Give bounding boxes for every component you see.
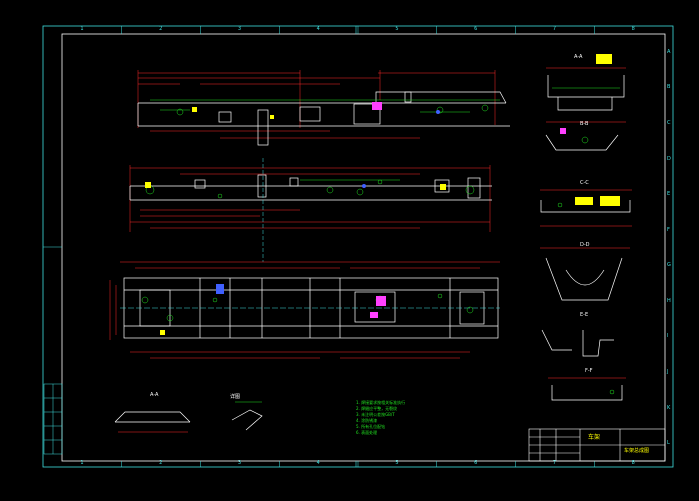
column-label-bottom-7: 7 xyxy=(552,460,557,466)
note-line: 2. 焊缝应平整，无裂纹 xyxy=(356,406,398,411)
column-label-top-8: 8 xyxy=(631,26,635,32)
row-label-B: B xyxy=(667,84,671,91)
column-label-bottom-1: 1 xyxy=(80,460,84,466)
row-label-L: L xyxy=(667,440,670,447)
column-label-top-5: 5 xyxy=(395,26,399,32)
section-label: F-F xyxy=(585,368,593,374)
column-label-top-1: 1 xyxy=(80,26,84,32)
row-label-G: G xyxy=(667,262,671,269)
side-view xyxy=(137,70,510,146)
revision-table xyxy=(43,383,63,455)
row-label-F: F xyxy=(667,226,670,233)
row-label-K: K xyxy=(667,404,671,411)
note-line: 3. 未注明公差按GB/T xyxy=(356,412,395,417)
top-view xyxy=(129,158,492,262)
detail-views xyxy=(114,401,263,433)
column-label-top-7: 7 xyxy=(552,26,557,32)
column-label-bottom-6: 6 xyxy=(474,460,478,466)
column-label-top-6: 6 xyxy=(474,26,478,32)
note-line: 6. 表面处理 xyxy=(356,430,378,435)
section-label: C-C xyxy=(580,180,589,186)
section-label: D-D xyxy=(580,242,590,248)
section-label: B-B xyxy=(580,121,589,127)
section-label: 详图 xyxy=(230,394,241,400)
column-label-bottom-3: 3 xyxy=(237,460,242,466)
note-line: 4. 涂防锈漆 xyxy=(356,418,378,423)
note-line: 5. 所有孔位配钻 xyxy=(356,424,386,429)
row-label-E: E xyxy=(667,191,671,198)
section-label: A-A xyxy=(574,54,583,60)
zone-ticks xyxy=(121,26,595,467)
section-label: E-E xyxy=(580,312,589,318)
row-label-D: D xyxy=(667,155,671,162)
row-label-H: H xyxy=(667,297,671,304)
column-label-top-2: 2 xyxy=(159,26,163,32)
title-block-name: 车架 xyxy=(588,434,601,441)
title-block xyxy=(528,428,666,462)
row-label-A: A xyxy=(667,48,671,55)
column-label-top-3: 3 xyxy=(237,26,242,32)
column-label-top-4: 4 xyxy=(316,26,320,32)
title-block-code: 车架总成图 xyxy=(624,448,650,454)
inner-border xyxy=(61,33,666,462)
column-label-bottom-8: 8 xyxy=(631,460,635,466)
column-label-bottom-4: 4 xyxy=(316,460,320,466)
plan-view xyxy=(109,261,500,359)
section-label: A-A xyxy=(150,392,159,398)
column-label-bottom-5: 5 xyxy=(395,460,399,466)
column-label-bottom-2: 2 xyxy=(159,460,163,466)
row-label-C: C xyxy=(667,119,671,126)
row-label-J: J xyxy=(667,369,669,376)
section-views xyxy=(540,54,632,401)
note-line: 1. 焊接要求按相关标准执行 xyxy=(356,400,406,405)
row-label-I: I xyxy=(667,333,669,340)
